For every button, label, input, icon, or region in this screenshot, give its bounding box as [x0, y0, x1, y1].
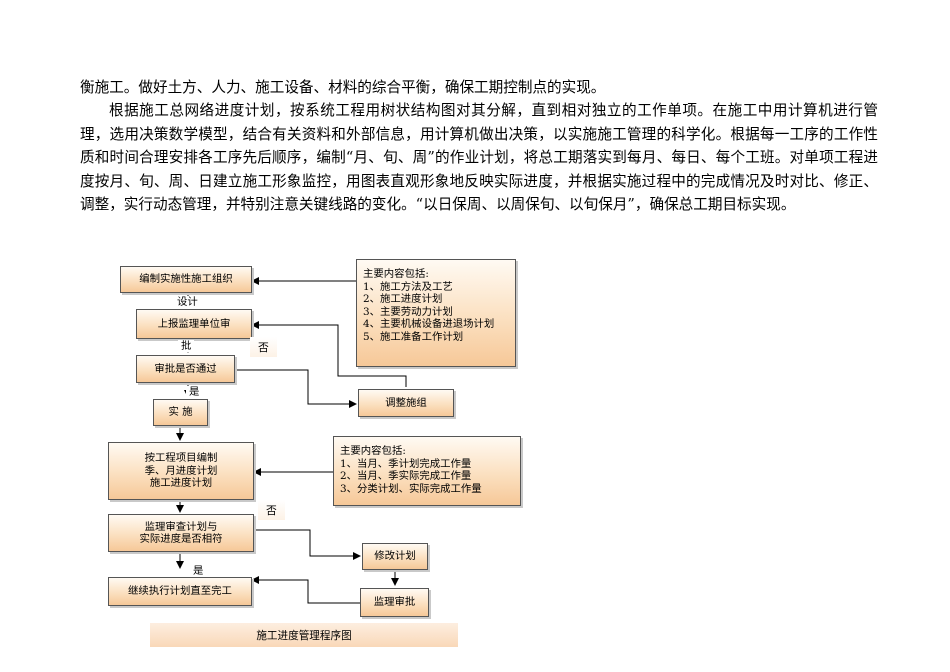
arrow-approval-to-adjust — [235, 369, 357, 408]
box-revise-plan: 修改计划 — [362, 543, 428, 570]
box-review-plan: 监理审查计划与 实际进度是否相符 — [108, 514, 254, 552]
label-yes-approval: 是 — [186, 386, 203, 398]
arrow-adjust-to-report — [251, 321, 407, 387]
box-continue-execution: 继续执行计划直至完工 — [108, 577, 252, 606]
box-report-supervisor-continuation: 批 — [178, 340, 195, 352]
box-implement: 实 施 — [153, 399, 208, 426]
flowchart-caption: 施工进度管理程序图 — [150, 623, 458, 647]
paragraph-2: 根据施工总网络进度计划，按系统工程用树状结构图对其分解，直到相对独立的工作单项。… — [80, 102, 878, 214]
box-supervisor-approve: 监理审批 — [360, 588, 429, 617]
box-main-content-2: 主要内容包括: 1、当月、季计划完成工作量 2、当月、季实际完成工作量 3、分类… — [333, 436, 521, 506]
box-report-supervisor: 上报监理单位审 — [136, 309, 252, 339]
body-text: 衡施工。做好土方、人力、施工设备、材料的综合平衡，确保工期控制点的实现。 根据施… — [80, 76, 878, 216]
label-yes-review: 是 — [190, 565, 207, 577]
arrow-review-to-revise — [254, 529, 361, 560]
box-compile-plan-continuation: 设计 — [174, 296, 201, 308]
box-project-plan: 按工程项目编制 季、月进度计划 施工进度计划 — [108, 442, 254, 500]
paragraph-1: 衡施工。做好土方、人力、施工设备、材料的综合平衡，确保工期控制点的实现。 — [80, 79, 606, 96]
box-adjust-organization: 调整施组 — [358, 389, 454, 417]
arrow-approve-to-continue — [251, 576, 360, 604]
box-approval-check: 审批是否通过 — [136, 355, 235, 383]
label-no-review: 否 — [258, 500, 285, 520]
box-compile-plan: 编制实施性施工组织 — [120, 266, 252, 293]
box-main-content-1: 主要内容包括: 1、施工方法及工艺 2、施工进度计划 3、主要劳动力计划 4、主… — [356, 259, 516, 367]
label-no-approval: 否 — [250, 337, 277, 357]
